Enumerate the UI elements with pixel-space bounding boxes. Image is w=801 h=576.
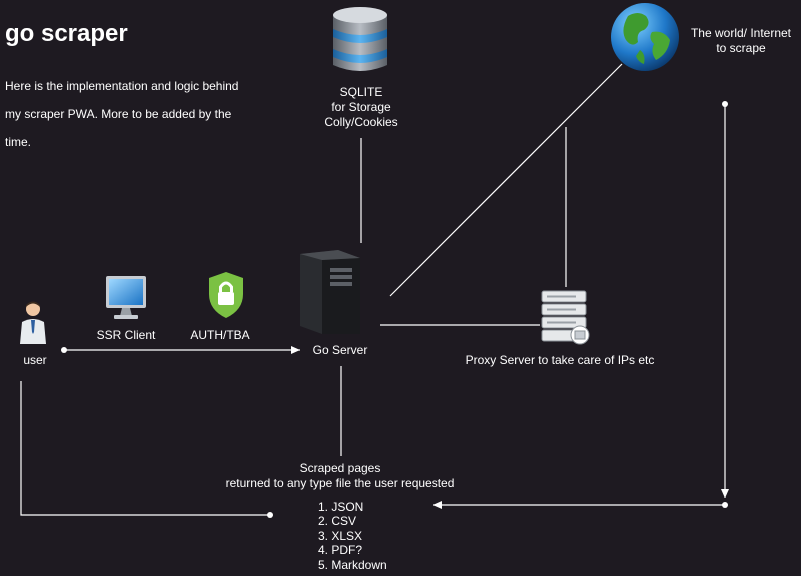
- globe-icon: [611, 3, 679, 71]
- sqlite-label-line: for Storage: [331, 100, 391, 114]
- edge-user-return: [20, 381, 270, 516]
- shield-lock-icon: [209, 272, 243, 318]
- scraped-label: Scraped pages returned to any type file …: [200, 461, 480, 491]
- ssr-client-label: SSR Client: [96, 328, 156, 342]
- format-list: 1. JSON 2. CSV 3. XLSX 4. PDF? 5. Markdo…: [318, 500, 387, 572]
- page-title: go scraper: [5, 20, 128, 47]
- scraped-label-line: Scraped pages: [299, 461, 381, 475]
- go-server-label: Go Server: [312, 343, 368, 357]
- format-item: 4. PDF?: [318, 543, 363, 558]
- description-line: my scraper PWA. More to be added by the: [5, 107, 232, 121]
- server-rack-icon: [541, 290, 590, 345]
- world-label-line: to scrape: [716, 41, 766, 55]
- monitor-icon: [106, 276, 146, 319]
- description: Here is the implementation and logic beh…: [5, 72, 255, 156]
- scraped-label-line: returned to any type file the user reque…: [225, 476, 455, 490]
- edge-server-to-world: [389, 63, 623, 297]
- database-icon: [333, 7, 387, 71]
- auth-label: AUTH/TBA: [190, 328, 250, 342]
- world-label: The world/ Internet to scrape: [683, 26, 799, 56]
- sqlite-label-line: SQLITE: [339, 85, 383, 99]
- format-item: 3. XLSX: [318, 528, 363, 543]
- sqlite-label-line: Colly/Cookies: [324, 115, 398, 129]
- world-label-line: The world/ Internet: [690, 26, 792, 40]
- sqlite-label: SQLITE for Storage Colly/Cookies: [298, 85, 424, 130]
- format-item: 1. JSON: [318, 500, 364, 514]
- description-line: time.: [5, 135, 32, 149]
- user-icon: [20, 301, 46, 344]
- proxy-label: Proxy Server to take care of IPs etc: [465, 353, 655, 367]
- server-tower-icon: [300, 250, 360, 334]
- format-item: 5. Markdown: [318, 557, 387, 572]
- description-line: Here is the implementation and logic beh…: [5, 79, 239, 93]
- format-item: 2. CSV: [318, 514, 357, 529]
- user-label: user: [23, 353, 47, 367]
